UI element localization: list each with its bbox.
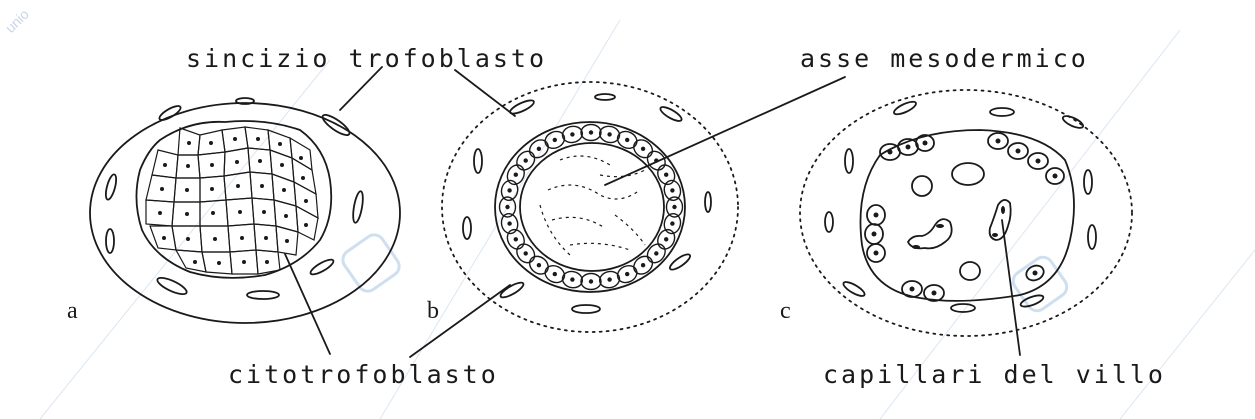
- ring-cell-nucleus: [641, 263, 645, 267]
- ring-cell-nucleus: [553, 138, 557, 142]
- villus-b: [442, 82, 738, 332]
- label-asse-mesodermico: asse mesodermico: [800, 44, 1089, 73]
- ring-cell-nucleus: [570, 277, 574, 281]
- capillaries-c: [908, 163, 1011, 280]
- label-citotrofoblasto: citotrofoblasto: [228, 360, 499, 389]
- ring-cell-nucleus: [553, 272, 557, 276]
- ring-cell-nucleus: [514, 237, 518, 241]
- cells-a: [146, 127, 318, 274]
- villus-a: [90, 98, 400, 323]
- ring-cell-nucleus: [654, 251, 658, 255]
- mesoderm-texture-b: [540, 156, 645, 255]
- leader-citotrofoblasto-a: [285, 254, 330, 354]
- label-capillari-del-villo: capillari del villo: [823, 360, 1166, 389]
- ring-cell-nucleus: [664, 237, 668, 241]
- ring-cell-nucleus: [589, 279, 593, 283]
- ring-cell-nucleus: [625, 138, 629, 142]
- villus-c: [800, 90, 1132, 336]
- leader-sincizio-b: [455, 70, 515, 116]
- ring-cell-nucleus: [514, 173, 518, 177]
- panel-label-c: c: [780, 298, 791, 324]
- ring-cells-b: [500, 124, 683, 289]
- ring-cell-nucleus: [607, 132, 611, 136]
- ring-cell-nucleus: [537, 263, 541, 267]
- ring-cell-nucleus: [607, 277, 611, 281]
- ring-cell-nucleus: [670, 221, 674, 225]
- watermark-badge-icon: [339, 231, 403, 295]
- ring-cell-nucleus: [524, 158, 528, 162]
- ring-cell-nucleus: [672, 205, 676, 209]
- ring-cell-nucleus: [670, 188, 674, 192]
- ring-cell-nucleus: [664, 173, 668, 177]
- leader-sincizio-a: [340, 67, 382, 110]
- ring-cell-nucleus: [524, 251, 528, 255]
- panel-label-a: a: [67, 298, 78, 324]
- ring-cell-nucleus: [570, 132, 574, 136]
- leader-asse: [605, 77, 845, 185]
- cytotrophoblast-cells-c: [865, 133, 1064, 301]
- label-sincizio-trofoblasto: sincizio trofoblasto: [186, 44, 547, 73]
- ring-cell-nucleus: [589, 130, 593, 134]
- ring-cell-nucleus: [507, 221, 511, 225]
- watermark-text: unio: [2, 6, 32, 36]
- ring-cell-nucleus: [625, 272, 629, 276]
- cell-nuclei-c: [872, 139, 1058, 296]
- mesoderm-core-b: [520, 143, 664, 271]
- panel-label-b: b: [427, 298, 439, 324]
- ring-cell-nucleus: [641, 147, 645, 151]
- ring-cell-nucleus: [505, 205, 509, 209]
- cytotrophoblast-ring-b: [495, 122, 685, 292]
- leader-citotrofoblasto-b: [410, 285, 510, 357]
- ring-cell-nucleus: [537, 147, 541, 151]
- ring-cell-nucleus: [507, 188, 511, 192]
